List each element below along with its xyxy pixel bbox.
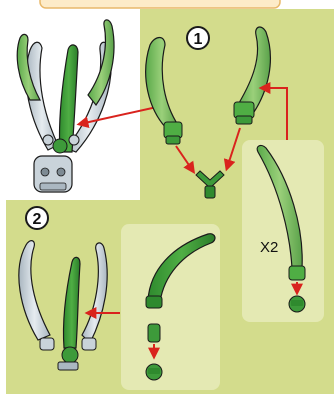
step-2-badge: 2: [26, 207, 48, 229]
step-1-number: 1: [194, 31, 203, 48]
step-2-inset: [121, 224, 220, 390]
step-1-badge: 1: [187, 27, 209, 49]
skull-base-icon: [34, 156, 72, 192]
multiplier-label: X2: [260, 239, 278, 256]
step-2-number: 2: [33, 211, 42, 228]
step-1-inset: [242, 140, 324, 322]
header-bar: [40, 0, 280, 8]
assembled-claw-overview: [17, 20, 114, 192]
connector-joint-icon: [164, 122, 182, 144]
